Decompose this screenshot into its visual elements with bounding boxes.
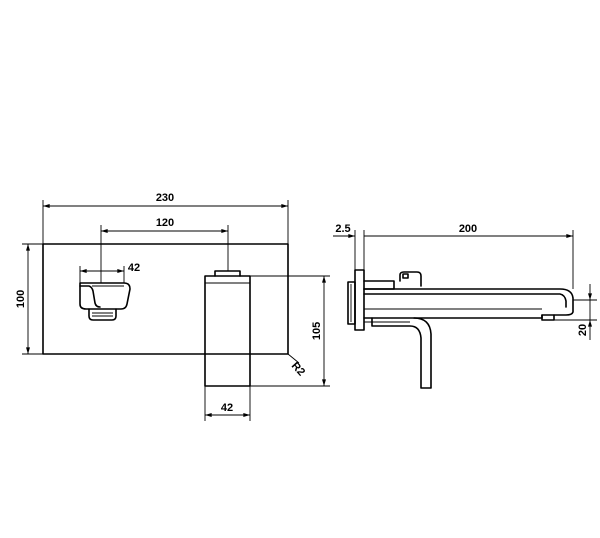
side-spout xyxy=(363,288,574,321)
dimension-plate-thickness: 2.5 xyxy=(333,223,372,270)
dimension-outlet-drop: 20 xyxy=(554,284,597,340)
wall-plate xyxy=(42,243,289,355)
dim-label-230: 230 xyxy=(156,192,174,204)
side-handle xyxy=(364,317,432,389)
lever-handle xyxy=(204,270,251,387)
side-view: 2.5 200 20 xyxy=(333,223,597,389)
dimension-spout-projection: 200 xyxy=(364,223,574,289)
dimension-plate-height: 100 xyxy=(15,243,43,355)
dim-label-100: 100 xyxy=(15,290,27,308)
dim-label-105: 105 xyxy=(311,322,323,340)
dim-label-20: 20 xyxy=(577,324,589,336)
dim-label-42-lever: 42 xyxy=(221,402,233,414)
side-wall-plate xyxy=(347,269,365,331)
dim-label-42-outlet: 42 xyxy=(128,262,140,274)
dim-label-200: 200 xyxy=(459,223,477,235)
dimension-spout-offset: 120 xyxy=(100,217,229,283)
dim-label-radius: R2 xyxy=(289,360,307,378)
dimension-outlet-width: 42 xyxy=(79,262,140,283)
dimension-lever-width: 42 xyxy=(204,386,251,421)
dim-label-120: 120 xyxy=(156,217,174,229)
dim-label-2-5: 2.5 xyxy=(335,223,350,235)
front-view: R2 230 120 42 100 xyxy=(15,192,330,421)
dimension-plate-width: 230 xyxy=(42,192,289,244)
dimension-lever-height: 105 xyxy=(250,275,330,387)
side-body xyxy=(363,271,422,290)
spout-outlet xyxy=(79,282,131,321)
